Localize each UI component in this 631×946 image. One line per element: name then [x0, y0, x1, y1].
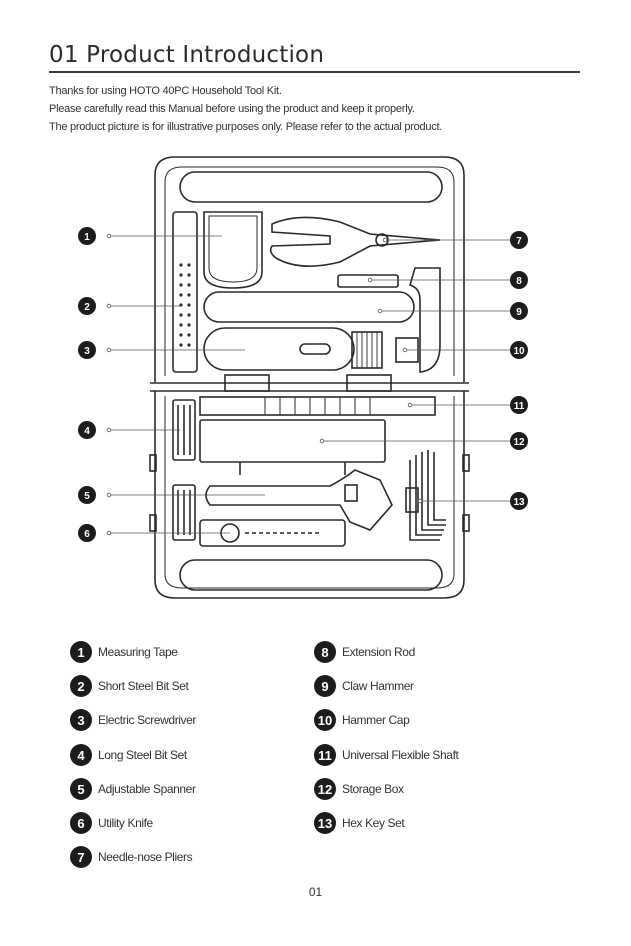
- hex-key-set: [405, 450, 446, 541]
- callout-7-label: 7: [516, 236, 522, 247]
- intro-line-2: Please carefully read this Manual before…: [49, 103, 415, 115]
- electric-screwdriver: [203, 327, 355, 371]
- callout-2-label: 2: [84, 302, 90, 313]
- callout-5: 5: [78, 486, 96, 504]
- short-bit-dots: [179, 263, 191, 347]
- case-bottom-half: [154, 391, 465, 599]
- legend-badge-10: 10: [314, 709, 336, 731]
- callout-9-label: 9: [516, 307, 522, 318]
- callout-12-label: 12: [513, 437, 525, 448]
- legend-label-4: Long Steel Bit Set: [98, 748, 187, 762]
- callout-1: 1: [78, 227, 96, 245]
- legend-item-5: 5 Adjustable Spanner: [70, 777, 196, 801]
- callout-10-label: 10: [513, 346, 525, 357]
- needle-nose-pliers: [269, 216, 441, 267]
- legend-item-1: 1 Measuring Tape: [70, 640, 178, 664]
- legend-item-3: 3 Electric Screwdriver: [70, 708, 196, 732]
- legend-badge-13: 13: [314, 812, 336, 834]
- extension-rod: [337, 274, 399, 288]
- adjustable-spanner: [205, 469, 393, 531]
- callout-12: 12: [510, 432, 528, 450]
- case-bottom-handle: [179, 559, 443, 591]
- legend-label-6: Utility Knife: [98, 816, 153, 830]
- legend-label-5: Adjustable Spanner: [98, 782, 196, 796]
- callout-leaders: [106, 233, 510, 536]
- callout-4: 4: [78, 421, 96, 439]
- legend-item-10: 10 Hammer Cap: [314, 708, 410, 732]
- legend-badge-9: 9: [314, 675, 336, 697]
- callout-7: 7: [510, 231, 528, 249]
- callout-11-label: 11: [514, 401, 525, 412]
- universal-flexible-shaft: [199, 396, 436, 416]
- intro-line-3: The product picture is for illustrative …: [49, 121, 443, 133]
- legend-badge-11: 11: [314, 744, 336, 766]
- legend-label-2: Short Steel Bit Set: [98, 679, 189, 693]
- legend-label-3: Electric Screwdriver: [98, 713, 197, 727]
- case-top-handle: [179, 171, 443, 203]
- callout-3-label: 3: [84, 346, 90, 357]
- callout-8: 8: [510, 271, 528, 289]
- legend-item-11: 11 Universal Flexible Shaft: [314, 743, 459, 767]
- callout-9: 9: [510, 302, 528, 320]
- callout-5-label: 5: [84, 491, 90, 502]
- legend-label-8: Extension Rod: [342, 645, 415, 659]
- short-bit-holder: [172, 211, 198, 373]
- legend-label-12: Storage Box: [342, 782, 404, 796]
- callout-1-label: 1: [84, 232, 90, 243]
- legend-item-7: 7 Needle-nose Pliers: [70, 845, 193, 869]
- callout-3: 3: [78, 341, 96, 359]
- claw-hammer-head: [409, 267, 441, 373]
- legend-item-13: 13 Hex Key Set: [314, 811, 405, 835]
- legend-badge-4: 4: [70, 744, 92, 766]
- legend-label-9: Claw Hammer: [342, 679, 414, 693]
- intro-text: Thanks for using HOTO 40PC Household Too…: [49, 82, 609, 136]
- measuring-tape: [203, 211, 263, 289]
- legend-label-7: Needle-nose Pliers: [98, 850, 193, 864]
- case-top-half: [154, 156, 465, 382]
- callout-13-label: 13: [513, 497, 525, 508]
- legend-item-8: 8 Extension Rod: [314, 640, 415, 664]
- legend-badge-1: 1: [70, 641, 92, 663]
- legend-badge-6: 6: [70, 812, 92, 834]
- legend-label-1: Measuring Tape: [98, 645, 178, 659]
- callout-8-label: 8: [516, 276, 522, 287]
- callout-badges: 1 2 3 4 5 6 7 8 9 10 11 12 13: [78, 227, 528, 542]
- callout-4-label: 4: [84, 426, 90, 437]
- legend-label-10: Hammer Cap: [342, 713, 410, 727]
- page-number: 01: [308, 885, 323, 899]
- legend-badge-5: 5: [70, 778, 92, 800]
- callout-2: 2: [78, 297, 96, 315]
- legend-item-4: 4 Long Steel Bit Set: [70, 743, 187, 767]
- legend-badge-8: 8: [314, 641, 336, 663]
- page-title: 01 Product Introduction: [49, 42, 325, 68]
- legend-item-6: 6 Utility Knife: [70, 811, 153, 835]
- legend-badge-12: 12: [314, 778, 336, 800]
- title-divider: [49, 71, 580, 73]
- long-bit-holder-lower: [172, 484, 196, 541]
- legend-label-13: Hex Key Set: [342, 816, 405, 830]
- callout-10: 10: [510, 341, 528, 359]
- callout-6: 6: [78, 524, 96, 542]
- callout-11: 11: [510, 396, 528, 414]
- legend-badge-7: 7: [70, 846, 92, 868]
- intro-line-1: Thanks for using HOTO 40PC Household Too…: [49, 85, 282, 97]
- legend-label-11: Universal Flexible Shaft: [342, 748, 459, 762]
- legend-item-9: 9 Claw Hammer: [314, 674, 414, 698]
- legend-item-12: 12 Storage Box: [314, 777, 404, 801]
- legend-badge-3: 3: [70, 709, 92, 731]
- claw-hammer-handle: [203, 291, 415, 323]
- case-hinge: [150, 382, 469, 392]
- callout-6-label: 6: [84, 529, 90, 540]
- legend-item-2: 2 Short Steel Bit Set: [70, 674, 189, 698]
- legend-badge-2: 2: [70, 675, 92, 697]
- toolkit-diagram: 1 2 3 4 5 6 7 8 9 10 11 12 13: [78, 156, 528, 599]
- callout-13: 13: [510, 492, 528, 510]
